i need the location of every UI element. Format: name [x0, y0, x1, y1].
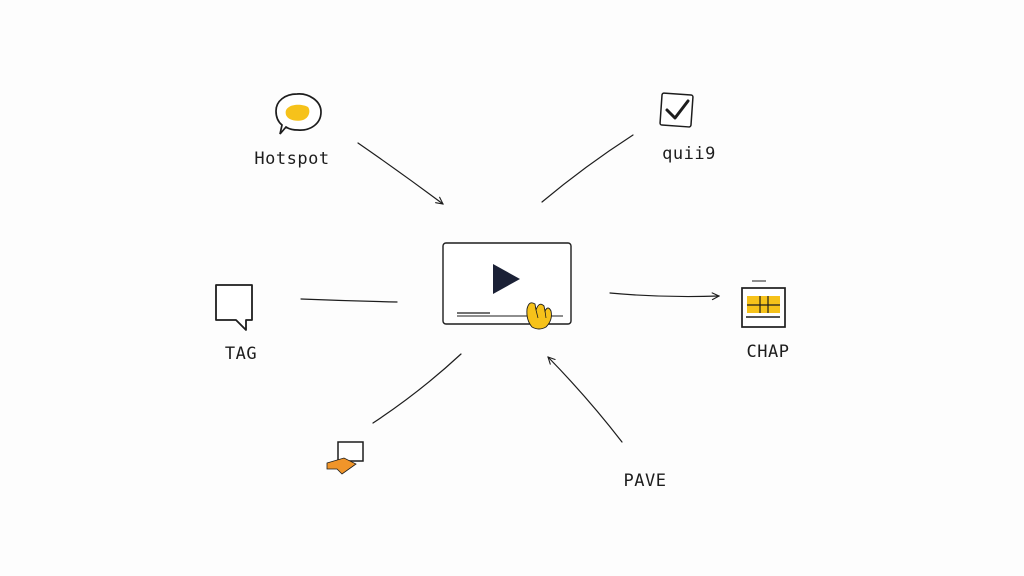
node-label-tag: TAG [225, 344, 257, 364]
connector-note [372, 353, 462, 424]
flag-shape [326, 457, 357, 475]
connector-tag [300, 298, 398, 303]
tag-callout-icon [215, 284, 253, 331]
node-label-hotspot: Hotspot [254, 149, 329, 169]
connector-hotspot [357, 142, 443, 204]
connector-pane [548, 357, 623, 443]
node-hotspot: Hotspot [254, 93, 329, 169]
node-quiz: quii9 [659, 92, 716, 164]
connector-quiz [541, 134, 634, 203]
node-note [326, 441, 364, 475]
node-label-pane: PAVE [624, 471, 667, 491]
note-flag-icon [337, 441, 364, 462]
node-tag: TAG [215, 284, 257, 364]
connector-chap [609, 293, 719, 297]
node-pane: PAVE [624, 471, 667, 491]
video-player-icon [442, 242, 572, 330]
hand-cursor-icon [526, 302, 552, 330]
checkbox-icon [659, 92, 694, 128]
checkmark-icon [665, 99, 690, 120]
node-label-chap: CHAP [747, 342, 790, 362]
highlight-blob [285, 104, 310, 121]
node-label-quiz: quii9 [662, 144, 716, 164]
play-icon [493, 264, 520, 294]
node-chap: CHAP [741, 280, 790, 362]
